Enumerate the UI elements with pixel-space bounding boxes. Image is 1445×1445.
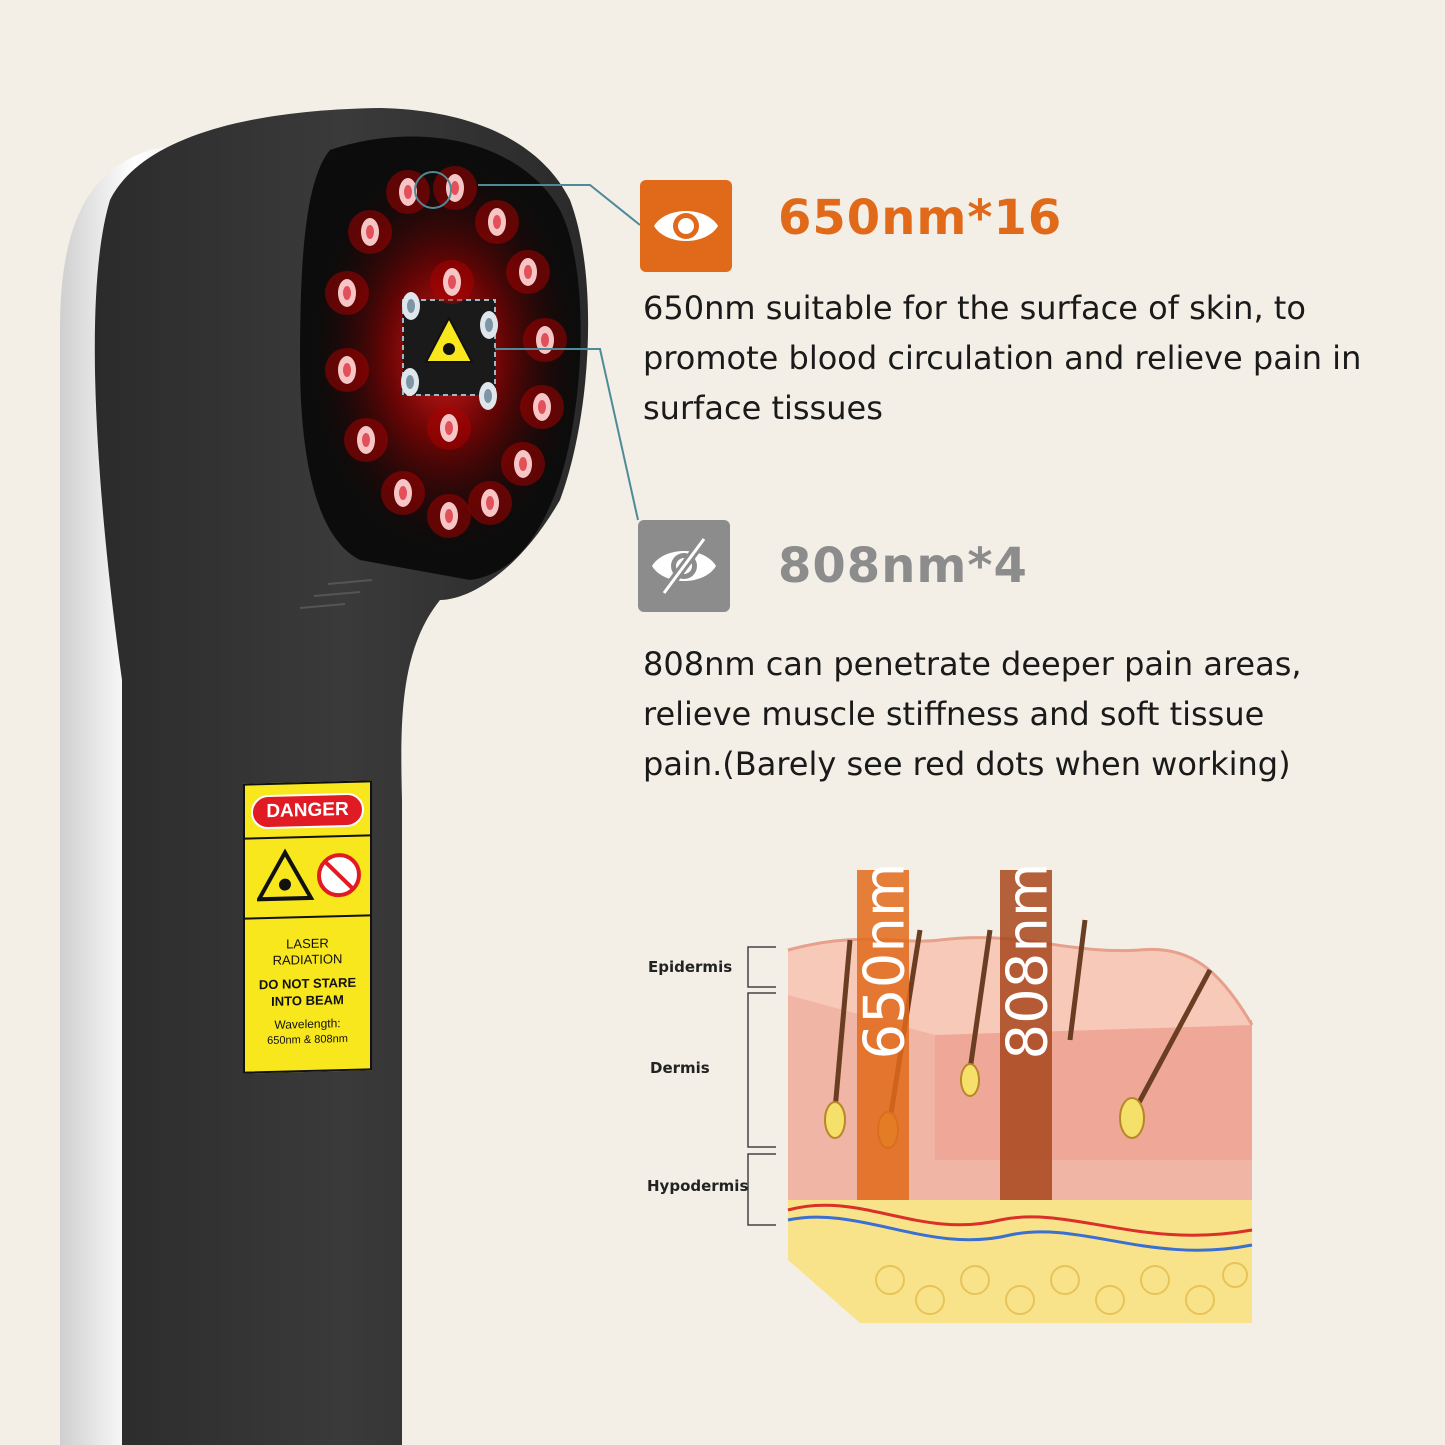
layer-label-epidermis: Epidermis: [648, 958, 733, 976]
laser-hazard-icons: [257, 848, 361, 902]
skin-cross-section: [747, 870, 1254, 1323]
feature-desc-808: 808nm can penetrate deeper pain areas, r…: [643, 645, 1302, 783]
layer-label-hypodermis: Hypodermis: [647, 1177, 749, 1195]
feature-desc-650: 650nm suitable for the surface of skin, …: [643, 289, 1362, 427]
beam-808nm: [1000, 870, 1052, 1200]
layer-label-dermis: Dermis: [650, 1059, 710, 1077]
feature-title-650: 650nm*16: [778, 190, 1063, 246]
beam-650nm: [857, 870, 909, 1200]
danger-line-radiation: RADIATION: [272, 951, 343, 968]
danger-line-wavelength-values: 650nm & 808nm: [267, 1032, 348, 1048]
layer-brackets: [747, 946, 776, 1226]
callout-lines: [414, 171, 641, 521]
vent-lines: [299, 579, 373, 609]
danger-line-into-beam: INTO BEAM: [271, 992, 344, 1009]
danger-header: DANGER: [251, 792, 364, 830]
eye-icon: [654, 211, 718, 241]
led-array: [325, 166, 567, 538]
eye-slash-icon: [652, 536, 716, 596]
visible-light-icon-box: [640, 180, 732, 272]
laser-warning-icon: [424, 315, 474, 363]
invisible-light-icon-box: [638, 520, 730, 612]
danger-line-do-not-stare: DO NOT STARE: [258, 974, 357, 993]
beam-label-650nm: 650nm: [852, 862, 918, 1060]
feature-title-808: 808nm*4: [778, 538, 1028, 594]
beam-label-808nm: 808nm: [995, 862, 1061, 1060]
danger-sticker: DANGER LASER RADIATION DO NOT STARE INTO…: [243, 780, 372, 1074]
